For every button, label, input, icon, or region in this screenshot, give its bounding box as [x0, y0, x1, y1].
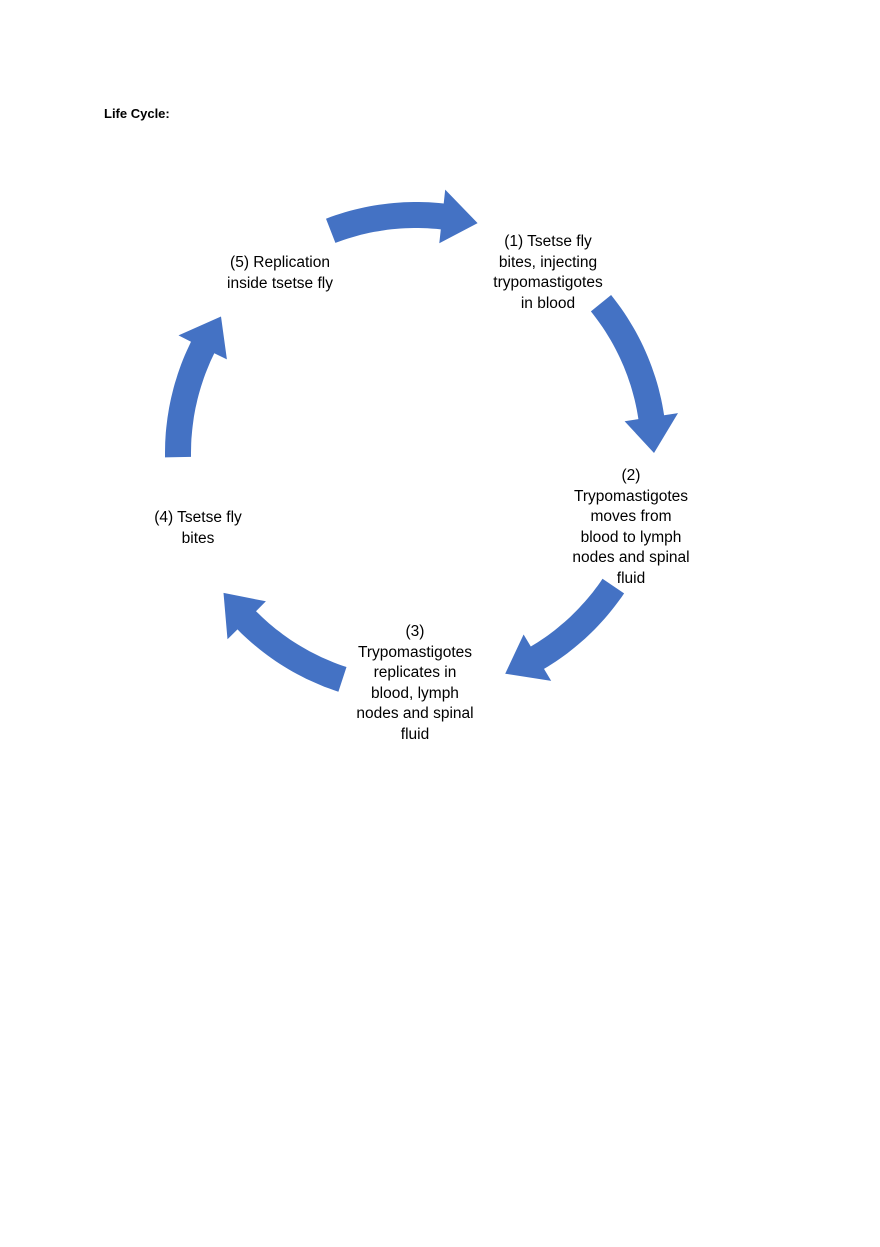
cycle-arrow-5	[165, 316, 227, 458]
cycle-arrow-3	[505, 578, 625, 681]
step-1-label: (1) Tsetse fly bites, injecting trypomas…	[493, 233, 603, 312]
cycle-arrow-1	[326, 189, 478, 244]
cycle-arrow-4	[223, 592, 347, 692]
step-2-label: (2) Trypomastigotes moves from blood to …	[572, 467, 690, 587]
section-heading: Life Cycle:	[104, 106, 170, 121]
cycle-arrow-2	[590, 295, 678, 453]
step-3-label: (3) Trypomastigotes replicates in blood,…	[356, 623, 474, 743]
step-5-label: (5) Replication inside tsetse fly	[227, 254, 333, 292]
step-4-label: (4) Tsetse fly bites	[154, 509, 242, 547]
